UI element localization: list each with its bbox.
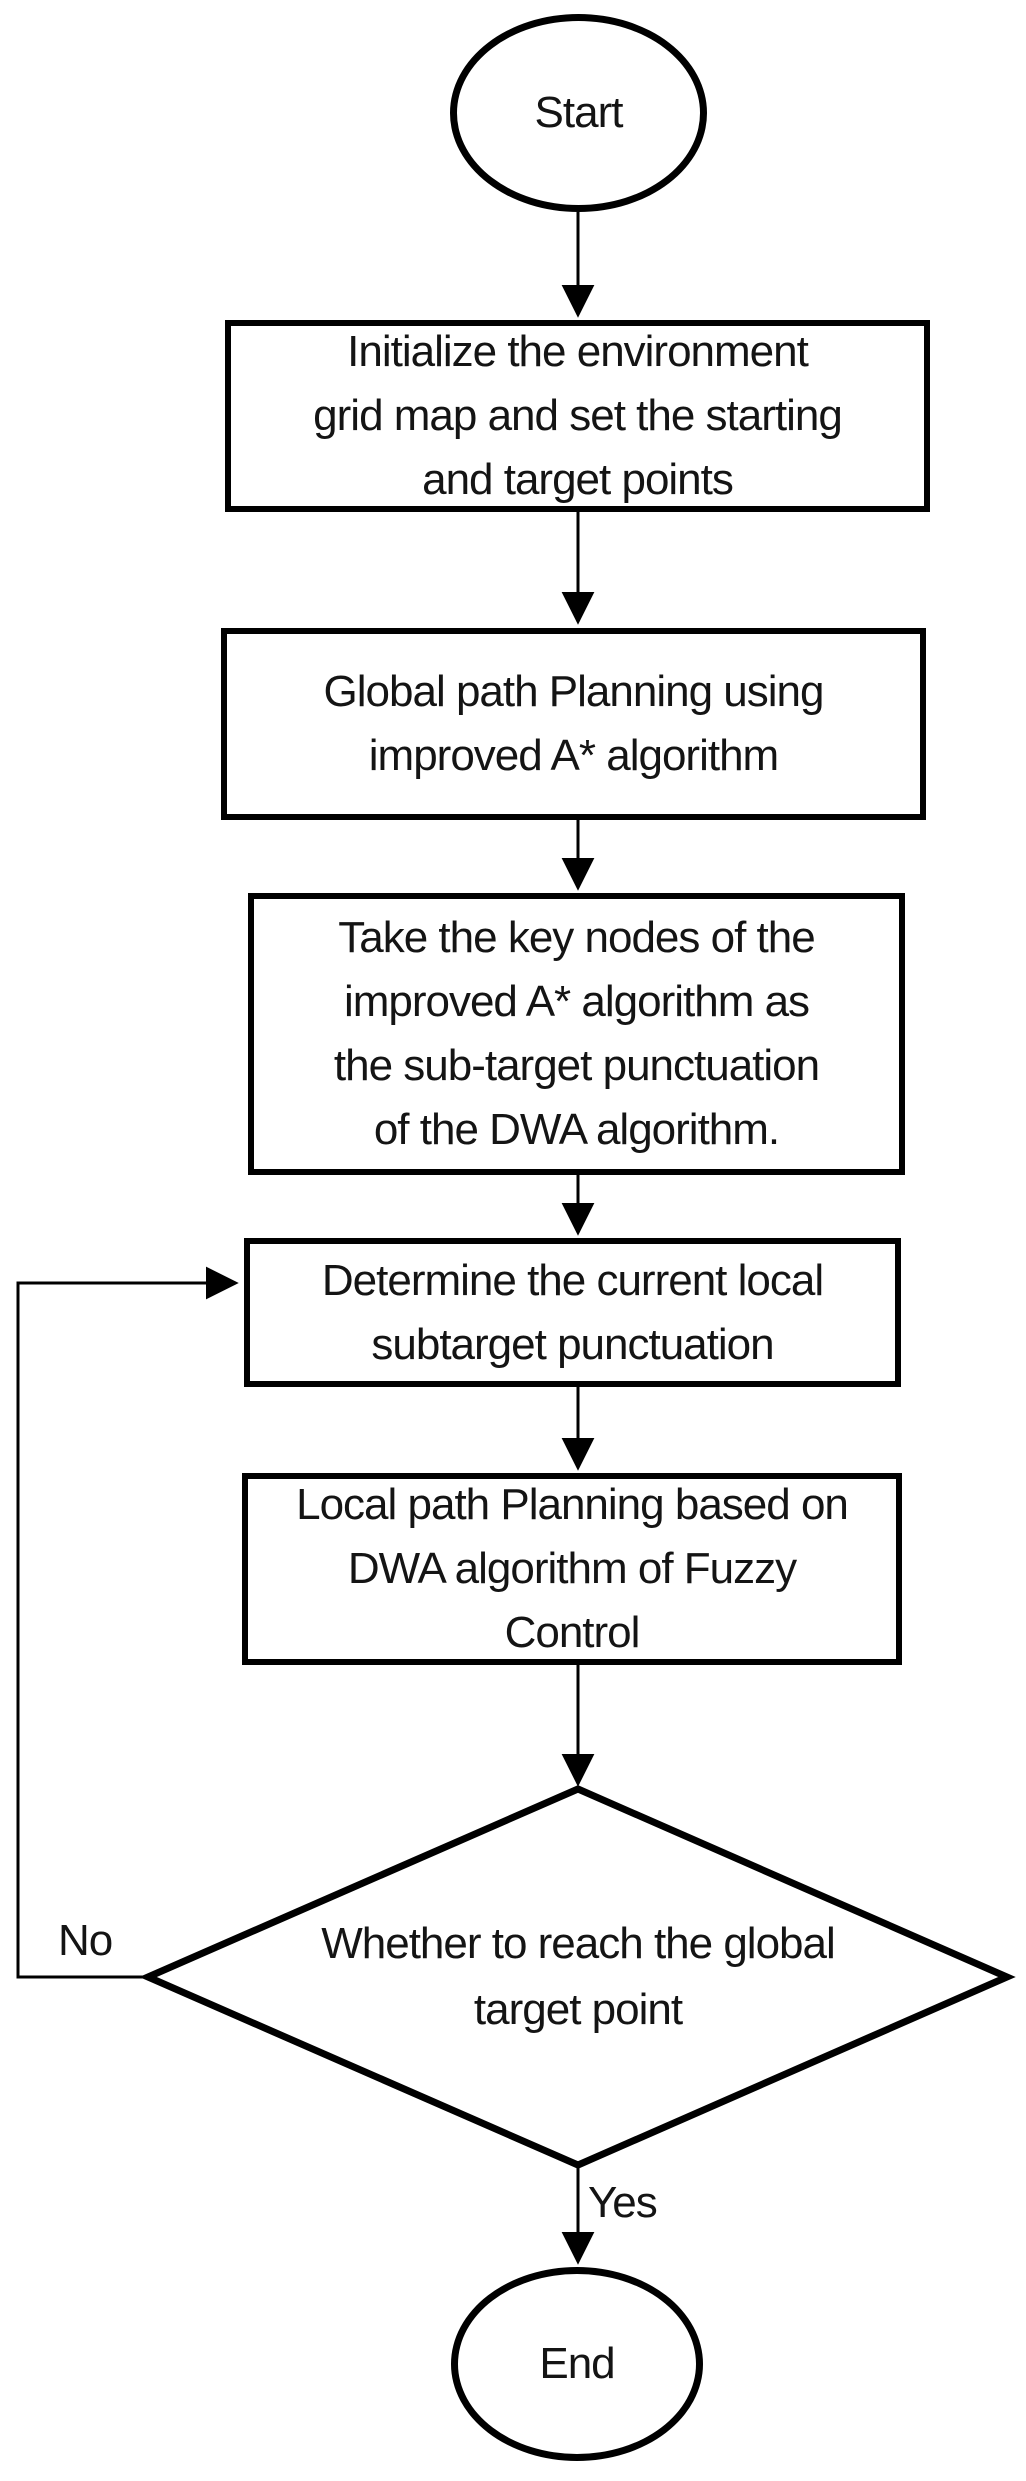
node-end: End — [451, 2267, 703, 2461]
node-global-path-planning: Global path Planning using improved A* a… — [221, 628, 926, 820]
edge-label-no: No — [58, 1916, 113, 1966]
edge-label-yes: Yes — [588, 2178, 658, 2228]
node-local-path-planning: Local path Planning based on DWA algorit… — [242, 1473, 902, 1665]
node-decision-label: Whether to reach the global target point — [321, 1919, 836, 2034]
node-determine-local-subtarget: Determine the current local subtarget pu… — [244, 1238, 901, 1387]
node-start: Start — [450, 14, 707, 212]
node-initialize-environment: Initialize the environment grid map and … — [225, 320, 930, 512]
node-decision-shape — [139, 1785, 1016, 2169]
node-key-nodes-subtarget: Take the key nodes of the improved A* al… — [248, 893, 905, 1175]
edge-decision-determine-no — [16, 1266, 239, 1979]
